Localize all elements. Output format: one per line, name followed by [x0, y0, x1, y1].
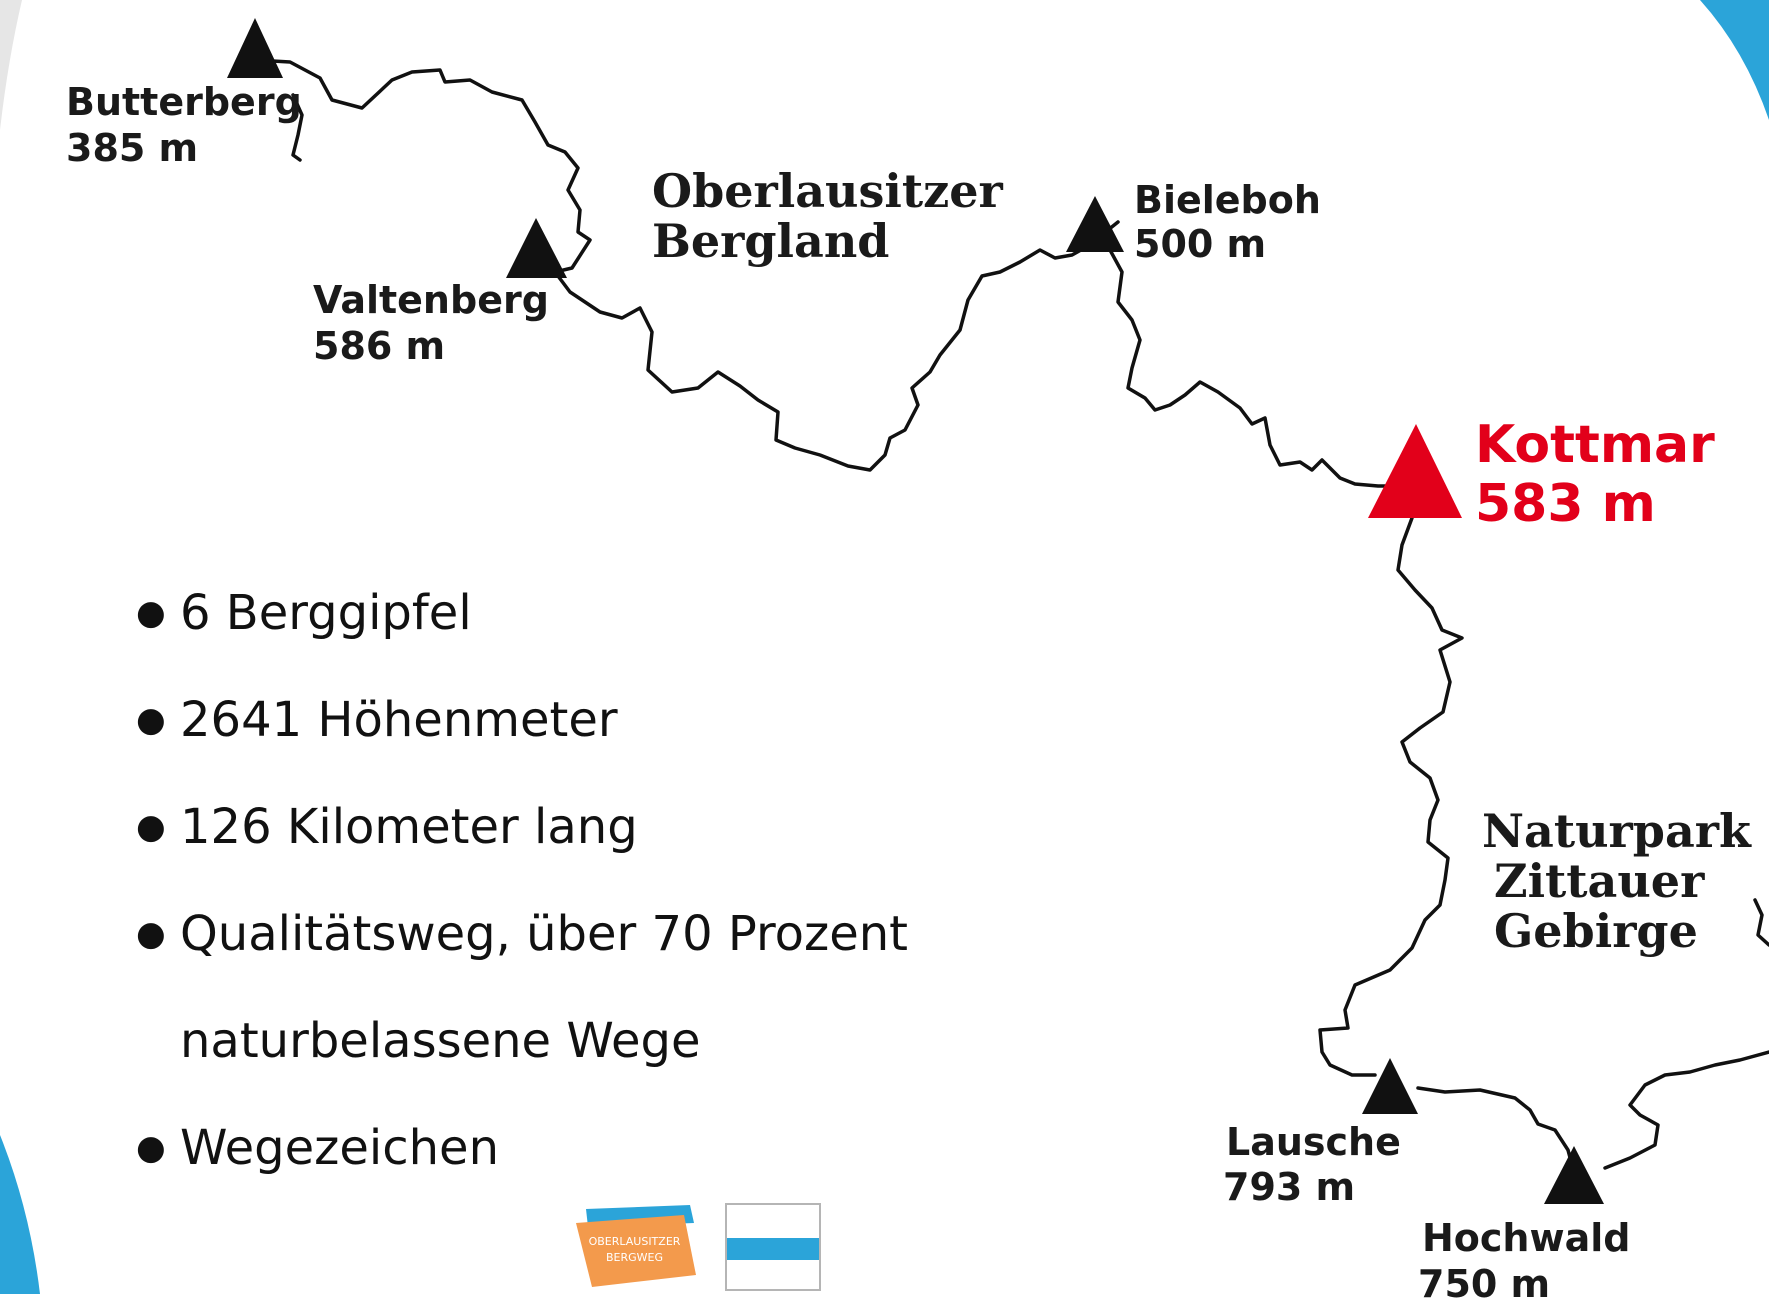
list-item: ●2641 Höhenmeter	[130, 667, 908, 774]
logo-text-line: BERGWEG	[605, 1251, 663, 1264]
trail-route-line-7	[1753, 898, 1769, 947]
peak-elevation-bieleboh: 500 m	[1134, 222, 1267, 266]
bullet-icon: ●	[136, 807, 166, 847]
peak-name-lausche: Lausche	[1226, 1120, 1401, 1164]
bieleboh-peak-icon	[1066, 196, 1124, 252]
peak-elevation-butterberg: 385 m	[66, 126, 199, 170]
logo-graphic	[576, 1205, 696, 1287]
bullet-icon: ●	[136, 1128, 166, 1168]
region-line: Naturpark	[1482, 804, 1751, 858]
butterberg-peak-icon	[227, 18, 283, 78]
logo-text-line: OBERLAUSITZER	[588, 1235, 681, 1248]
peak-name-butterberg: Butterberg	[66, 80, 302, 124]
trail-route-line-2	[1108, 248, 1402, 488]
bullet-icon: ●	[136, 700, 166, 740]
lausche-peak-icon	[1362, 1058, 1418, 1114]
valtenberg-peak-icon	[506, 218, 567, 278]
blue-corner-top-right	[1700, 0, 1769, 120]
bullet-icon: ●	[136, 914, 166, 954]
peak-elevation-valtenberg: 586 m	[313, 324, 446, 368]
list-item-continuation: naturbelassene Wege	[180, 1013, 701, 1069]
peak-elevation-lausche: 793 m	[1223, 1165, 1356, 1209]
trail-route-line-6	[291, 93, 304, 162]
bullet-icon: ●	[136, 593, 166, 633]
region-naturpark-zittauer-gebirge: Naturpark Zittauer Gebirge	[1482, 806, 1751, 956]
waymark-stripe	[727, 1238, 819, 1260]
trail-route-line	[253, 58, 1120, 472]
bergweg-logo: OBERLAUSITZER BERGWEG	[572, 1205, 697, 1287]
trail-route-line-3	[1318, 516, 1464, 1077]
region-oberlausitzer-bergland: Oberlausitzer Bergland	[652, 166, 1003, 266]
peak-name-bieleboh: Bieleboh	[1134, 178, 1321, 222]
peak-name-valtenberg: Valtenberg	[313, 278, 549, 322]
facts-list: ●6 Berggipfel ●2641 Höhenmeter ●126 Kilo…	[130, 560, 908, 1202]
peak-name-kottmar: Kottmar	[1475, 415, 1715, 475]
list-item: ●6 Berggipfel	[130, 560, 908, 667]
region-line: Oberlausitzer	[652, 164, 1003, 218]
list-item: ●126 Kilometer lang	[130, 774, 908, 881]
grey-edge-top-left	[0, 0, 22, 130]
trail-route-line-4	[1416, 1086, 1574, 1167]
peak-elevation-kottmar: 583 m	[1475, 474, 1656, 534]
region-line: Bergland	[652, 214, 890, 268]
kottmar-peak-icon	[1368, 424, 1462, 518]
waymark-sign	[725, 1203, 821, 1291]
hochwald-peak-icon	[1544, 1146, 1604, 1204]
trail-route-line-5	[1603, 1050, 1769, 1170]
peak-name-hochwald: Hochwald	[1422, 1216, 1631, 1260]
peak-elevation-hochwald: 750 m	[1418, 1262, 1551, 1306]
blue-corner-bottom-left	[0, 1135, 40, 1294]
region-line: Gebirge	[1494, 904, 1698, 958]
list-item: ●Wegezeichen	[130, 1095, 908, 1202]
region-line: Zittauer	[1494, 854, 1705, 908]
